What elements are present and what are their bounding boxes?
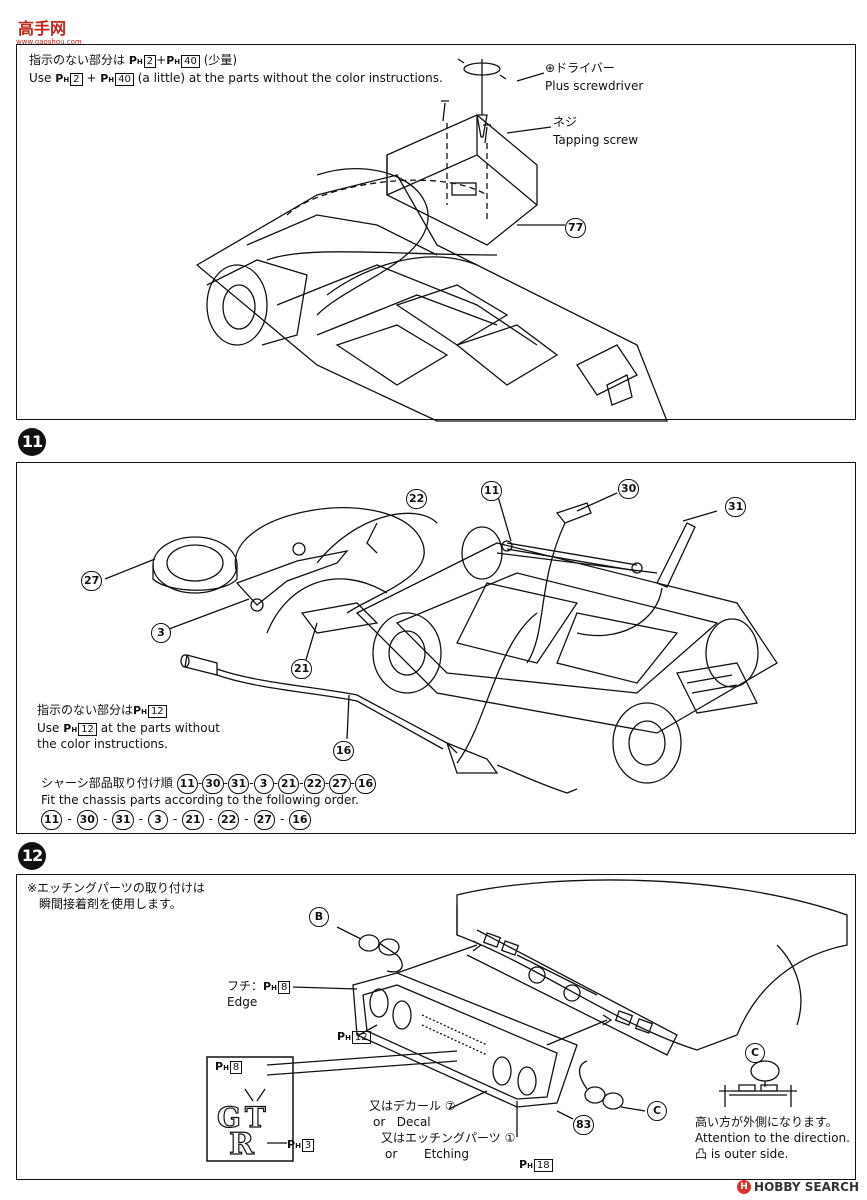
edge-label-en: Edge	[227, 995, 258, 1009]
assembly-order-row-2: 11-30-31-3-21-22-27-16	[41, 809, 311, 830]
part-11-callout: 11	[481, 481, 503, 501]
etching-note-line1: ※エッチングパーツの取り付けは	[27, 881, 205, 895]
part-77-callout: 77	[565, 218, 587, 238]
step-12-badge: 12	[18, 842, 46, 870]
label-b-callout: B	[309, 907, 329, 927]
part-83-callout: 83	[573, 1115, 595, 1135]
part-27-callout: 27	[81, 571, 103, 591]
decal-label-jp: 又はデカール ⑦	[369, 1099, 456, 1113]
logo-subtext: www.gaoshou.com	[16, 38, 82, 46]
hobby-search-logo-icon: H	[737, 1180, 752, 1194]
step-12-grille-illustration	[206, 879, 848, 1162]
logo-text: 高手网	[18, 19, 67, 38]
label-c-callout: C	[647, 1101, 667, 1121]
etching-note-line2: 瞬間接着剤を使用します。	[39, 897, 182, 911]
direction-note-jp: 高い方が外側になります。	[695, 1115, 838, 1129]
paint-code-icon: PH	[128, 54, 143, 67]
direction-note-en: Attention to the direction.	[695, 1131, 850, 1145]
assembly-order-jp: シャーシ部品取り付け順 11-30-31-3-21-22-27-16	[41, 773, 377, 794]
etching-label-en: or Etching	[385, 1147, 470, 1161]
screw-label-en: Tapping screw	[553, 133, 639, 147]
step-11-badge: 11	[18, 428, 46, 456]
r-emblem-text: R	[228, 1126, 254, 1162]
step-12-panel: ※エッチングパーツの取り付けは 瞬間接着剤を使用します。	[16, 874, 856, 1180]
part-31-callout: 31	[725, 497, 747, 517]
site-logo: 高手网 www.gaoshou.com	[8, 8, 82, 46]
decal-label-en: or Decal	[373, 1115, 431, 1129]
part-21-callout: 21	[291, 659, 313, 679]
step-11-chassis-illustration	[104, 492, 778, 794]
screwdriver-label-en: Plus screwdriver	[545, 79, 644, 93]
part-30-callout: 30	[618, 479, 640, 499]
gt-emblem-text: GT	[216, 1100, 270, 1134]
outer-side-note: 凸 is outer side.	[695, 1147, 789, 1161]
screwdriver-label-jp: ⊕ドライバー	[545, 61, 615, 75]
screw-label-jp: ネジ	[553, 115, 578, 129]
part-3-callout: 3	[151, 623, 171, 643]
part-22-callout: 22	[406, 489, 428, 509]
part-16-callout: 16	[333, 741, 355, 761]
step-10-chassis-illustration	[195, 58, 668, 422]
assembly-order-en: Fit the chassis parts according to the f…	[41, 793, 359, 807]
etching-label-jp: 又はエッチングパーツ ①	[381, 1131, 516, 1145]
step-11-note-en-line2: the color instructions.	[37, 737, 168, 751]
assembly-order-row-1: 11-30-31-3-21-22-27-16	[176, 774, 377, 794]
label-c-direction-callout: C	[745, 1043, 765, 1063]
